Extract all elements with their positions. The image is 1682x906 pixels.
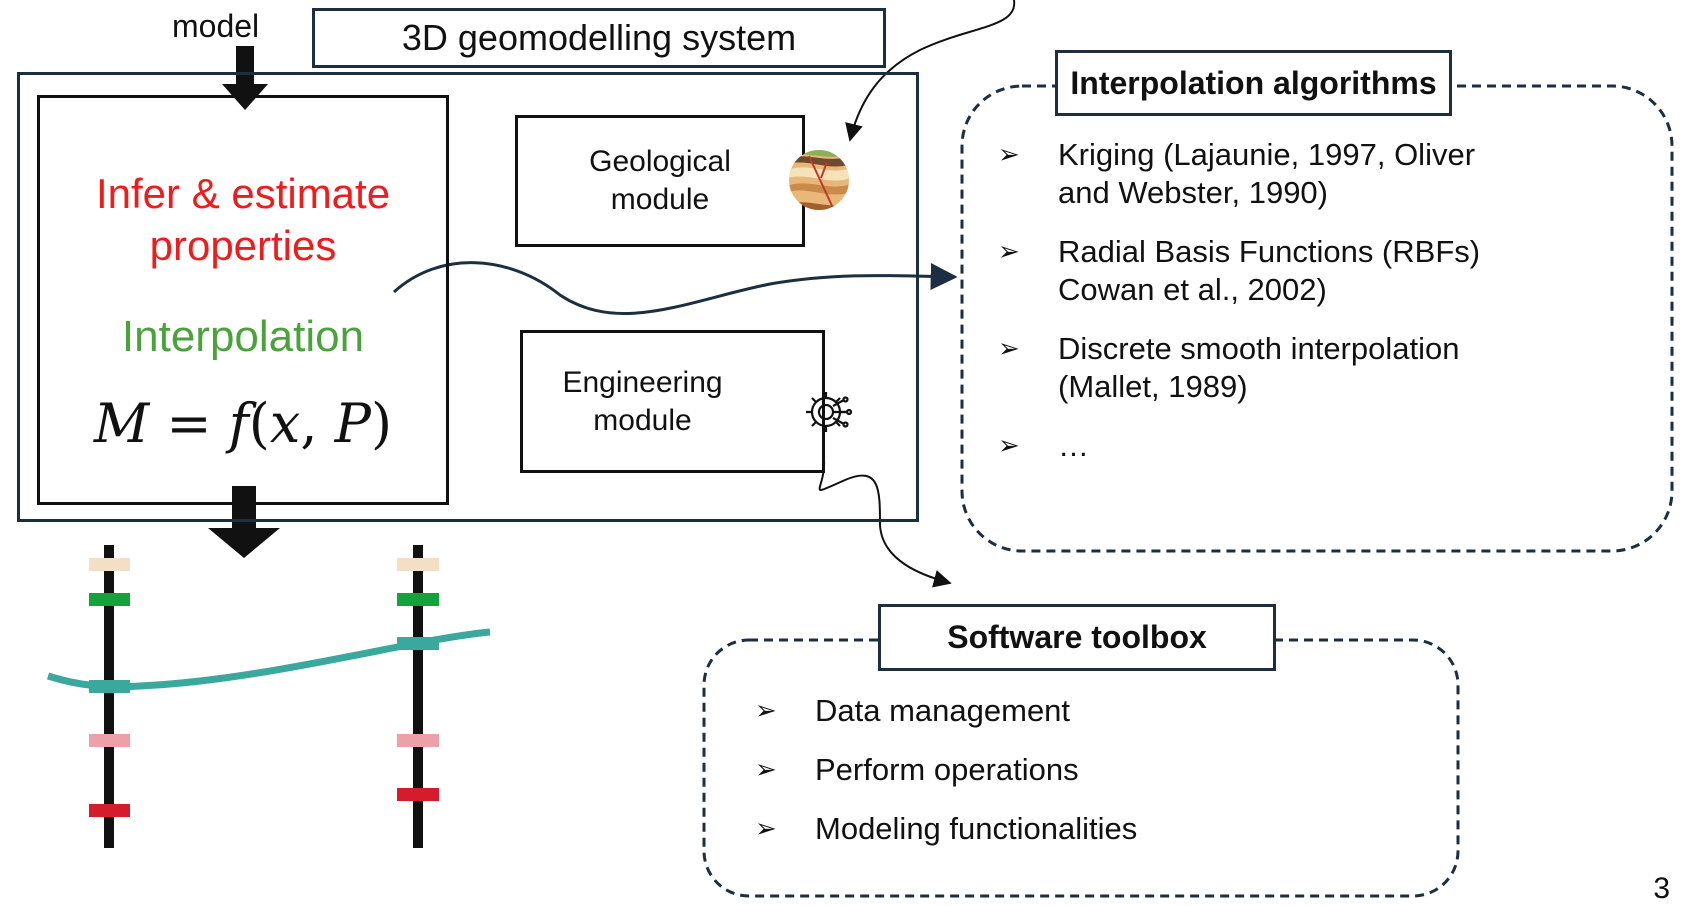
- engineering-line-2: module: [593, 403, 692, 437]
- geological-line-2: module: [610, 183, 710, 216]
- item-line-1: Discrete smooth interpolation: [1058, 331, 1460, 366]
- formula-close: ): [371, 392, 393, 455]
- formula-p: P: [334, 392, 372, 455]
- model-formula: M = f(x, P): [37, 392, 449, 455]
- item-line-2: and Webster, 1990): [1058, 175, 1328, 210]
- list-item: ➢ Radial Basis Functions (RBFs)Cowan et a…: [998, 233, 1618, 309]
- marker-beige: [397, 558, 439, 571]
- output-arrow: [208, 486, 280, 558]
- arrow-bullet-icon: ➢: [998, 237, 1020, 267]
- formula-eq: =: [149, 392, 229, 455]
- item-line-1: …: [1058, 428, 1089, 463]
- item-line-1: Radial Basis Functions (RBFs): [1058, 234, 1481, 269]
- item-label: Data management: [815, 693, 1071, 728]
- model-label: model: [172, 8, 260, 44]
- interpolation-connector: [392, 261, 958, 315]
- list-item: ➢ Data management: [755, 692, 1315, 730]
- arrow-bullet-icon: ➢: [755, 696, 777, 726]
- marker-red: [397, 788, 439, 801]
- marker-pink: [397, 734, 439, 747]
- system-frame: [17, 72, 919, 522]
- arrow-bullet-icon: ➢: [998, 431, 1020, 461]
- geology-connector: [845, 0, 1016, 142]
- interpolated-surface: [46, 628, 491, 691]
- borehole-left: [89, 545, 130, 848]
- formula-fn: f: [228, 392, 249, 455]
- algorithms-panel: [960, 84, 1674, 553]
- marker-green: [89, 593, 130, 606]
- engineering-module: Engineering module: [520, 330, 825, 473]
- infer-line-2: properties: [149, 222, 337, 269]
- arrow-bullet-icon: ➢: [755, 814, 777, 844]
- infer-line-1: Infer & estimate: [95, 170, 391, 217]
- input-arrow: [222, 46, 268, 110]
- item-label: Modeling functionalities: [815, 811, 1138, 846]
- formula-lhs: M: [93, 392, 150, 455]
- list-item: ➢ Modeling functionalities: [755, 810, 1315, 848]
- formula-x: x: [269, 392, 301, 455]
- geology-layers-icon: [789, 150, 849, 210]
- marker-red: [89, 804, 130, 817]
- toolbox-connector: [818, 449, 952, 588]
- algorithms-title: Interpolation algorithms: [1055, 50, 1452, 116]
- item-line-2: (Mallet, 1989): [1058, 369, 1248, 404]
- toolbox-title: Software toolbox: [878, 604, 1276, 671]
- system-title: 3D geomodelling system: [312, 8, 886, 68]
- arrow-bullet-icon: ➢: [755, 755, 777, 785]
- item-label: Perform operations: [815, 752, 1079, 787]
- engineering-line-1: Engineering: [562, 365, 723, 399]
- list-item: ➢ Discrete smooth interpolation(Mallet, 1…: [998, 330, 1618, 406]
- formula-comma: ,: [300, 392, 335, 455]
- item-line-2: Cowan et al., 2002): [1058, 272, 1327, 307]
- toolbox-list: ➢ Data management ➢ Perform operations ➢ Mo…: [755, 692, 1315, 869]
- arrow-bullet-icon: ➢: [998, 140, 1020, 170]
- geological-line-1: Geological: [589, 145, 731, 178]
- item-line-1: Kriging (Lajaunie, 1997, Oliver: [1058, 137, 1476, 172]
- page-number: 3: [1653, 872, 1670, 905]
- marker-pink: [89, 734, 130, 747]
- infer-estimate-text: Infer & estimate properties: [37, 168, 449, 272]
- gear-circuit-icon: [806, 392, 852, 432]
- marker-beige: [89, 558, 130, 571]
- borehole-right: [397, 545, 439, 848]
- arrow-bullet-icon: ➢: [998, 334, 1020, 364]
- list-item: ➢…: [998, 427, 1618, 465]
- formula-open: (: [248, 392, 270, 455]
- marker-green: [397, 593, 439, 606]
- inference-box: [37, 95, 449, 505]
- geological-module: Geological module: [515, 115, 805, 247]
- interpolation-label: Interpolation: [121, 312, 365, 361]
- list-item: ➢ Perform operations: [755, 751, 1315, 789]
